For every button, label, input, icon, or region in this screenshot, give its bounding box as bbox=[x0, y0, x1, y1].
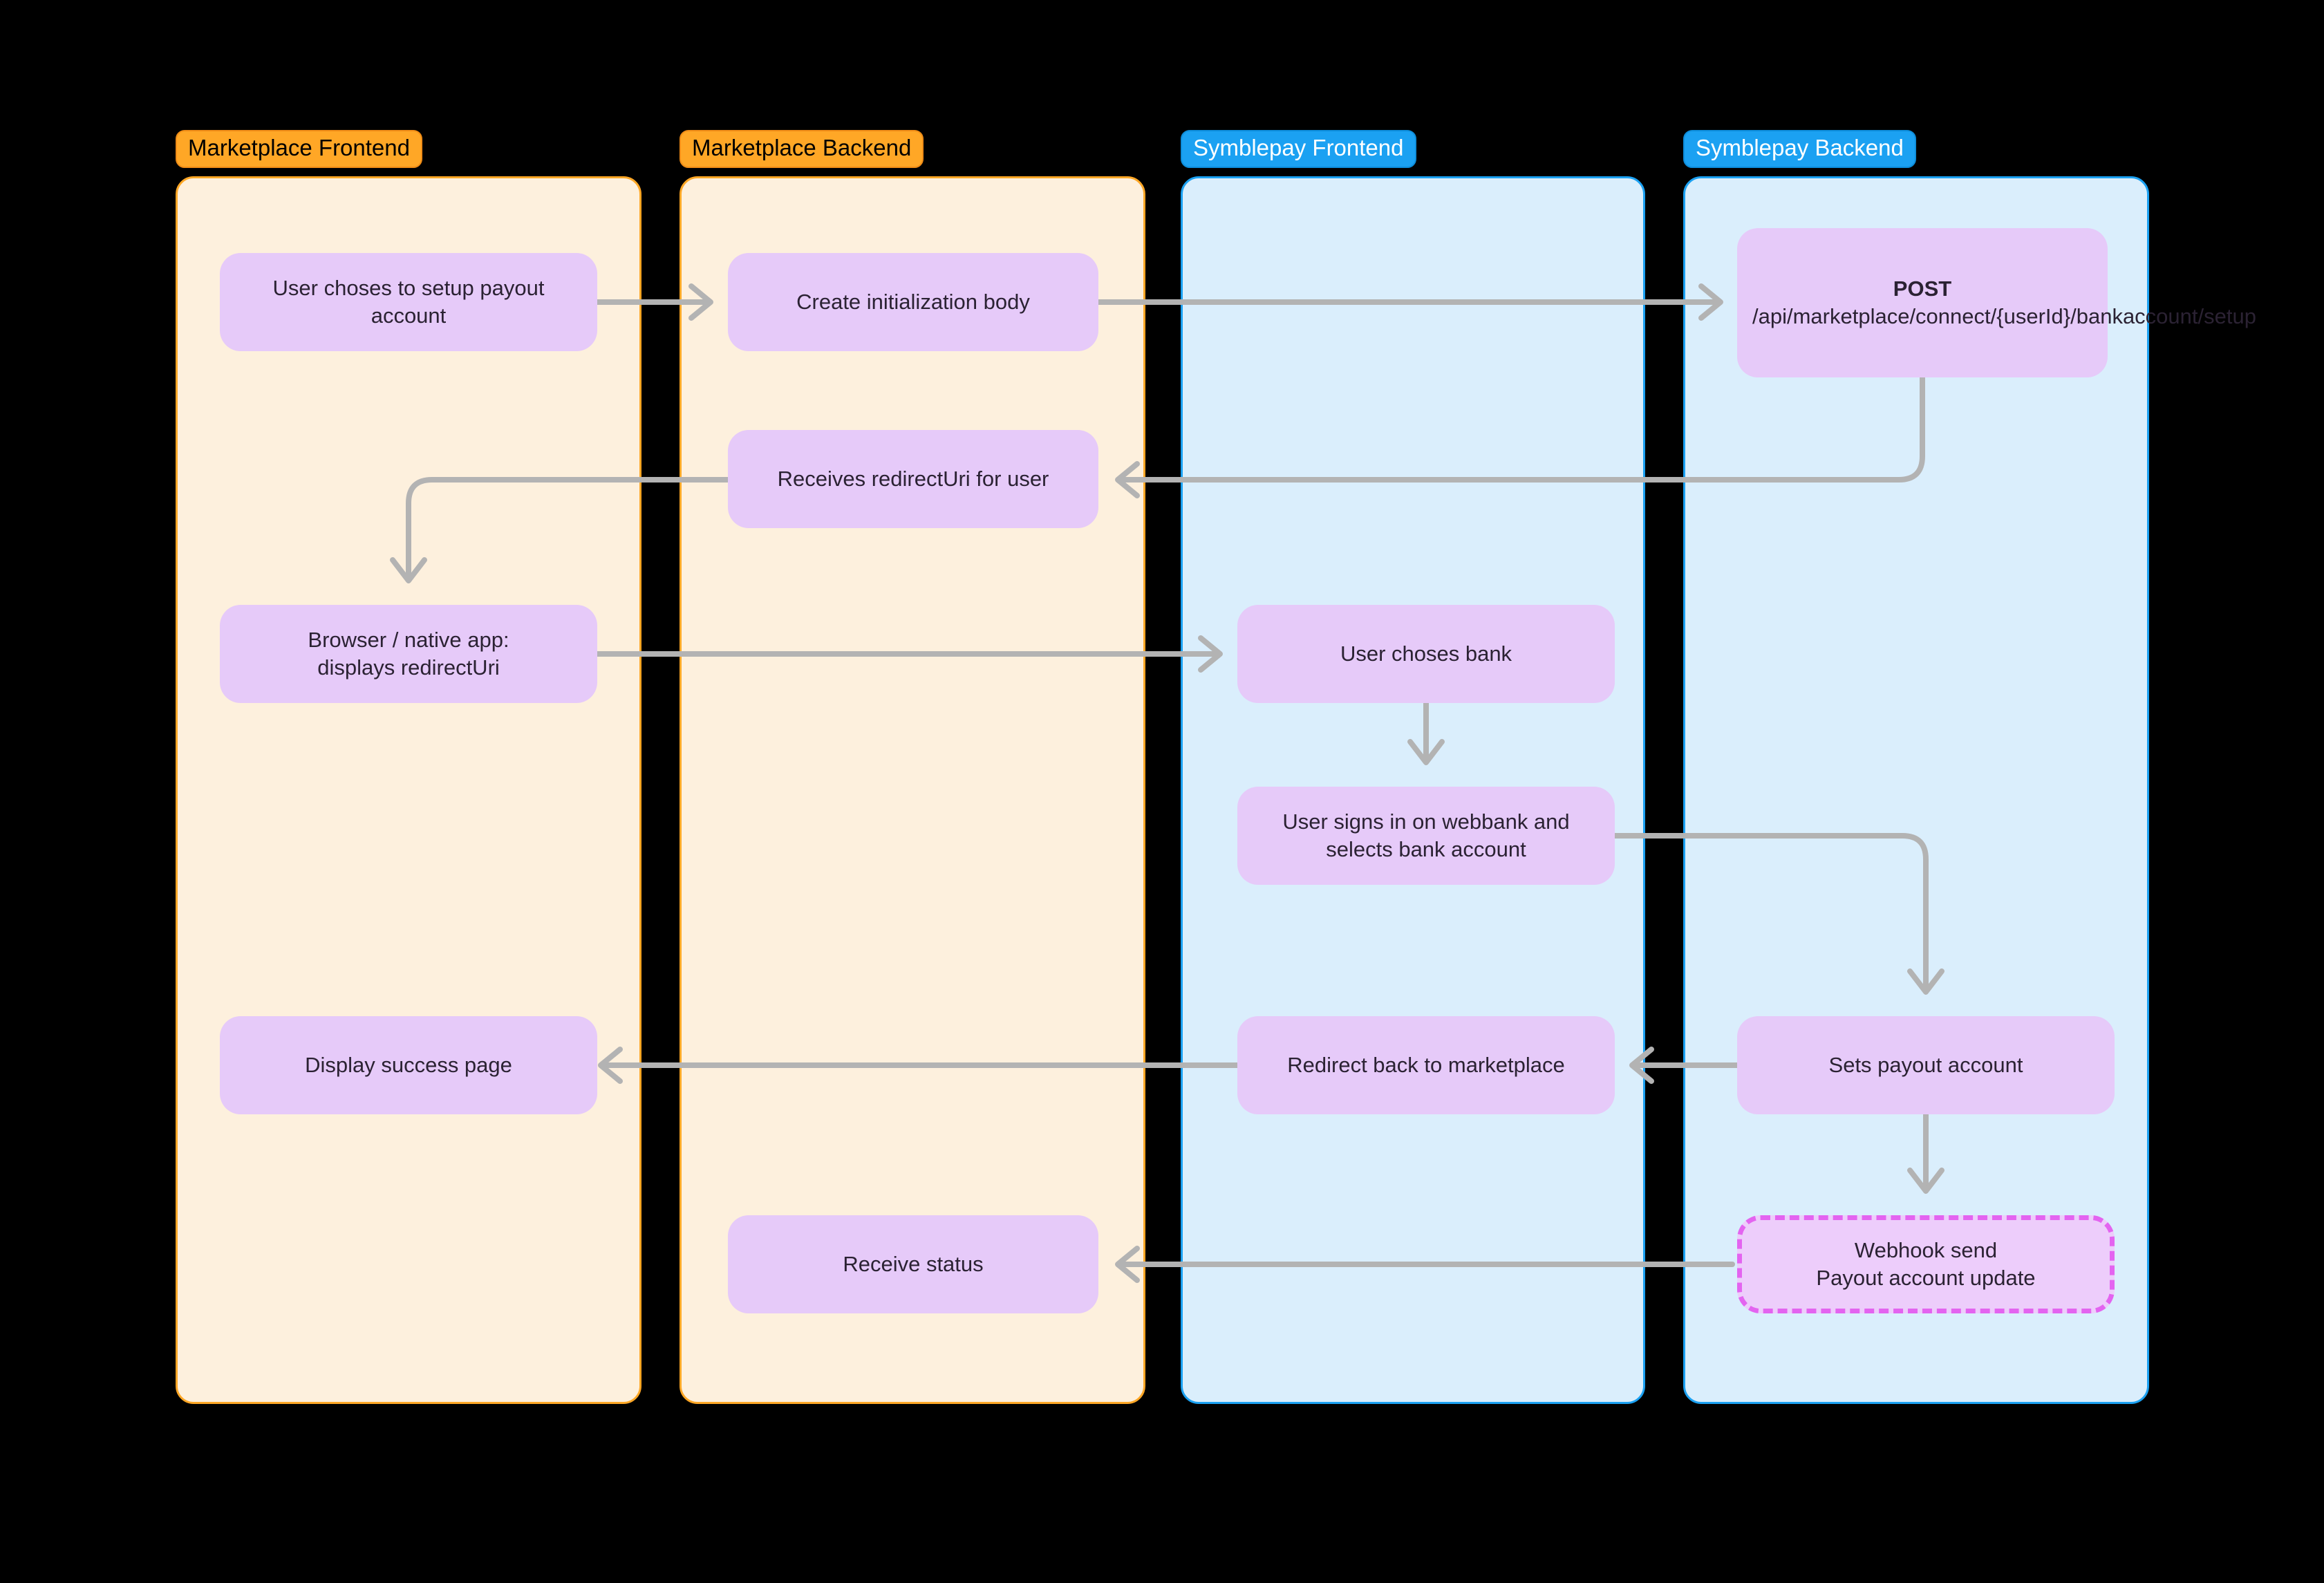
lane-title-symblepay-backend: Symblepay Backend bbox=[1683, 130, 1916, 168]
node-create-initialization-body[interactable]: Create initialization body bbox=[728, 253, 1098, 351]
node-label-user-choses-bank: User choses bank bbox=[1340, 641, 1512, 666]
lane-title-marketplace-frontend: Marketplace Frontend bbox=[176, 130, 422, 168]
node-label-receives-redirecturi: Receives redirectUri for user bbox=[777, 467, 1049, 491]
node-receives-redirecturi[interactable]: Receives redirectUri for user bbox=[728, 430, 1098, 528]
node-label-receive-status: Receive status bbox=[843, 1252, 984, 1277]
node-label-sets-payout-account: Sets payout account bbox=[1828, 1053, 2023, 1078]
node-sets-payout-account[interactable]: Sets payout account bbox=[1737, 1016, 2115, 1114]
node-label-display-success-page: Display success page bbox=[305, 1053, 512, 1078]
node-user-choses-bank[interactable]: User choses bank bbox=[1237, 605, 1615, 703]
node-redirect-back-to-marketplace[interactable]: Redirect back to marketplace bbox=[1237, 1016, 1615, 1114]
node-label-browser-displays-redirecturi: Browser / native app:displays redirectUr… bbox=[308, 628, 509, 680]
lane-marketplace-backend bbox=[680, 176, 1145, 1404]
lane-marketplace-frontend bbox=[176, 176, 641, 1404]
node-user-choses-setup-payout[interactable]: User choses to setup payout account bbox=[220, 253, 597, 351]
node-browser-displays-redirecturi[interactable]: Browser / native app:displays redirectUr… bbox=[220, 605, 597, 703]
node-label-create-initialization-body: Create initialization body bbox=[796, 290, 1030, 315]
node-post-bankaccount-setup[interactable]: POST /api/marketplace/connect/{userId}/b… bbox=[1737, 228, 2256, 377]
node-label-redirect-back-to-marketplace: Redirect back to marketplace bbox=[1287, 1053, 1565, 1078]
node-label-user-choses-setup-payout: User choses to setup payout account bbox=[272, 276, 545, 328]
lane-title-symblepay-frontend: Symblepay Frontend bbox=[1181, 130, 1416, 168]
node-display-success-page[interactable]: Display success page bbox=[220, 1016, 597, 1114]
node-receive-status[interactable]: Receive status bbox=[728, 1215, 1098, 1313]
node-label-post-bankaccount-setup: POST /api/marketplace/connect/{userId}/b… bbox=[1752, 277, 2256, 328]
lane-title-marketplace-backend: Marketplace Backend bbox=[680, 130, 924, 168]
